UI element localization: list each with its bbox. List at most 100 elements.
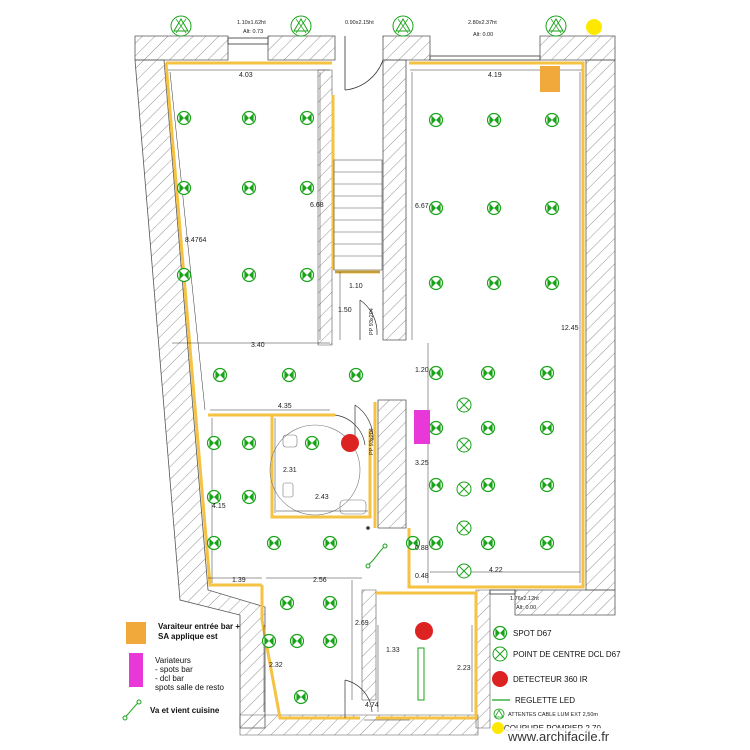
dimension-labels: 4.03 4.19 6.68 6.67 8.4764 1.10 1.50 3.4… bbox=[185, 72, 579, 709]
exterior-walls bbox=[134, 35, 616, 736]
staircase bbox=[333, 159, 383, 271]
door-top bbox=[344, 36, 384, 91]
legend-label: - dcl bar bbox=[155, 674, 184, 683]
centre-point-icon bbox=[456, 563, 472, 579]
spot-light-icon bbox=[299, 110, 315, 126]
door-top-size: 0.90x2.15ht bbox=[345, 20, 374, 26]
detectors bbox=[341, 434, 433, 640]
wc-fixtures bbox=[269, 424, 425, 701]
spot-light-icon bbox=[322, 535, 338, 551]
legend-label: REGLETTE LED bbox=[515, 696, 575, 705]
spot-light-icon bbox=[480, 535, 496, 551]
wall-top-right bbox=[539, 35, 616, 61]
dim-label: 4.74 bbox=[365, 702, 379, 709]
spot-light-icon bbox=[428, 535, 444, 551]
spot-light-icon bbox=[544, 200, 560, 216]
door-label: PP 93x204 bbox=[369, 308, 375, 335]
detector-icon bbox=[415, 622, 433, 640]
ext-light-icon bbox=[290, 15, 312, 37]
dim-label: 0.48 bbox=[415, 573, 429, 580]
spot-light-icon bbox=[241, 267, 257, 283]
spot-light-icon bbox=[176, 110, 192, 126]
legend-centre-point-icon bbox=[492, 646, 508, 662]
room-outline-right bbox=[407, 61, 585, 589]
legend-variateur-entree-icon bbox=[126, 622, 146, 644]
dim-label: 6.68 bbox=[310, 202, 324, 209]
stair-outline bbox=[333, 159, 383, 271]
window-left bbox=[227, 37, 269, 45]
spot-light-icon bbox=[206, 435, 222, 451]
legend-label: SA applique est bbox=[158, 632, 218, 641]
ext-light-icon bbox=[545, 15, 567, 37]
window-right-alt: Alt: 0.00 bbox=[473, 32, 493, 38]
dim-label: 6.67 bbox=[415, 203, 429, 210]
spot-light-icon bbox=[480, 365, 496, 381]
door-lower bbox=[344, 679, 373, 718]
spot-light-icon bbox=[281, 367, 297, 383]
spot-light-icon bbox=[241, 489, 257, 505]
spot-light-icon bbox=[428, 477, 444, 493]
wall-lower-mid bbox=[361, 589, 377, 701]
ext-light-icon bbox=[170, 15, 192, 37]
window-left-size: 1.10x1.62ht bbox=[237, 20, 266, 26]
window-bottom-size: 1.76x2.12ht bbox=[510, 596, 539, 602]
legend-attentes-icon bbox=[493, 708, 505, 720]
legend-label: Varaiteur entrée bar + bbox=[158, 622, 240, 631]
dim-label: 12.45 bbox=[561, 325, 579, 332]
legend-label: Variateurs bbox=[155, 656, 191, 665]
dim-label: 1.10 bbox=[349, 283, 363, 290]
spot-light-icon bbox=[241, 110, 257, 126]
spot-light-icon bbox=[428, 112, 444, 128]
spot-light-icon bbox=[539, 420, 555, 436]
dim-label: 0.88 bbox=[415, 545, 429, 552]
spot-light-icon bbox=[299, 267, 315, 283]
spot-light-icon bbox=[539, 477, 555, 493]
spot-light-icon bbox=[293, 689, 309, 705]
spot-light-icon bbox=[428, 365, 444, 381]
spot-light-icon bbox=[428, 275, 444, 291]
variateur-entree-icon bbox=[540, 66, 560, 92]
dim-label: 2.31 bbox=[283, 467, 297, 474]
dim-label: 4.03 bbox=[239, 72, 253, 79]
door-wc bbox=[334, 414, 366, 446]
watermark-text: www.archifacile.fr bbox=[507, 729, 610, 744]
door-pp-upper bbox=[359, 299, 378, 340]
window-bottom-alt: Alt: 0.00 bbox=[516, 605, 536, 611]
legend-va-et-vient-icon bbox=[122, 699, 142, 721]
dim-label: 4.35 bbox=[278, 403, 292, 410]
spot-light-icon bbox=[261, 633, 277, 649]
dim-label: 4.19 bbox=[488, 72, 502, 79]
window-right bbox=[429, 55, 541, 61]
legend-label: SPOT D67 bbox=[513, 629, 552, 638]
toilet bbox=[282, 434, 298, 448]
wall-top-left bbox=[134, 35, 229, 61]
wc-circle bbox=[269, 424, 361, 516]
spot-light-icon bbox=[176, 180, 192, 196]
legend-label: spots salle de resto bbox=[155, 683, 224, 692]
interior-walls bbox=[164, 61, 585, 720]
spot-light-icon bbox=[544, 275, 560, 291]
door-label: PP 93x204 bbox=[369, 428, 375, 455]
window-right-size: 2.80x2.37ht bbox=[468, 20, 497, 26]
legend-spot-icon bbox=[492, 625, 508, 641]
legend-label: DETECTEUR 360 IR bbox=[513, 675, 588, 684]
dim-label: 8.4764 bbox=[185, 237, 207, 244]
dim-label: 2.69 bbox=[355, 620, 369, 627]
wc-walls bbox=[208, 402, 377, 528]
dim-label: 2.23 bbox=[457, 665, 471, 672]
detector-icon bbox=[341, 434, 359, 452]
spot-light-icon bbox=[176, 267, 192, 283]
dim-label: 1.39 bbox=[232, 577, 246, 584]
dim-label: 3.25 bbox=[415, 460, 429, 467]
spot-light-icon bbox=[322, 595, 338, 611]
spot-light-icon bbox=[544, 112, 560, 128]
ext-light-icon bbox=[392, 15, 414, 37]
va-et-vient-icon bbox=[365, 543, 388, 569]
spot-light-icon bbox=[206, 535, 222, 551]
spot-light-icon bbox=[428, 420, 444, 436]
spot-light-icon bbox=[289, 633, 305, 649]
dim-label: 2.43 bbox=[315, 494, 329, 501]
spot-light-icon bbox=[539, 365, 555, 381]
centre-point-icon bbox=[456, 520, 472, 536]
watermark: www.archifacile.fr bbox=[505, 728, 643, 744]
